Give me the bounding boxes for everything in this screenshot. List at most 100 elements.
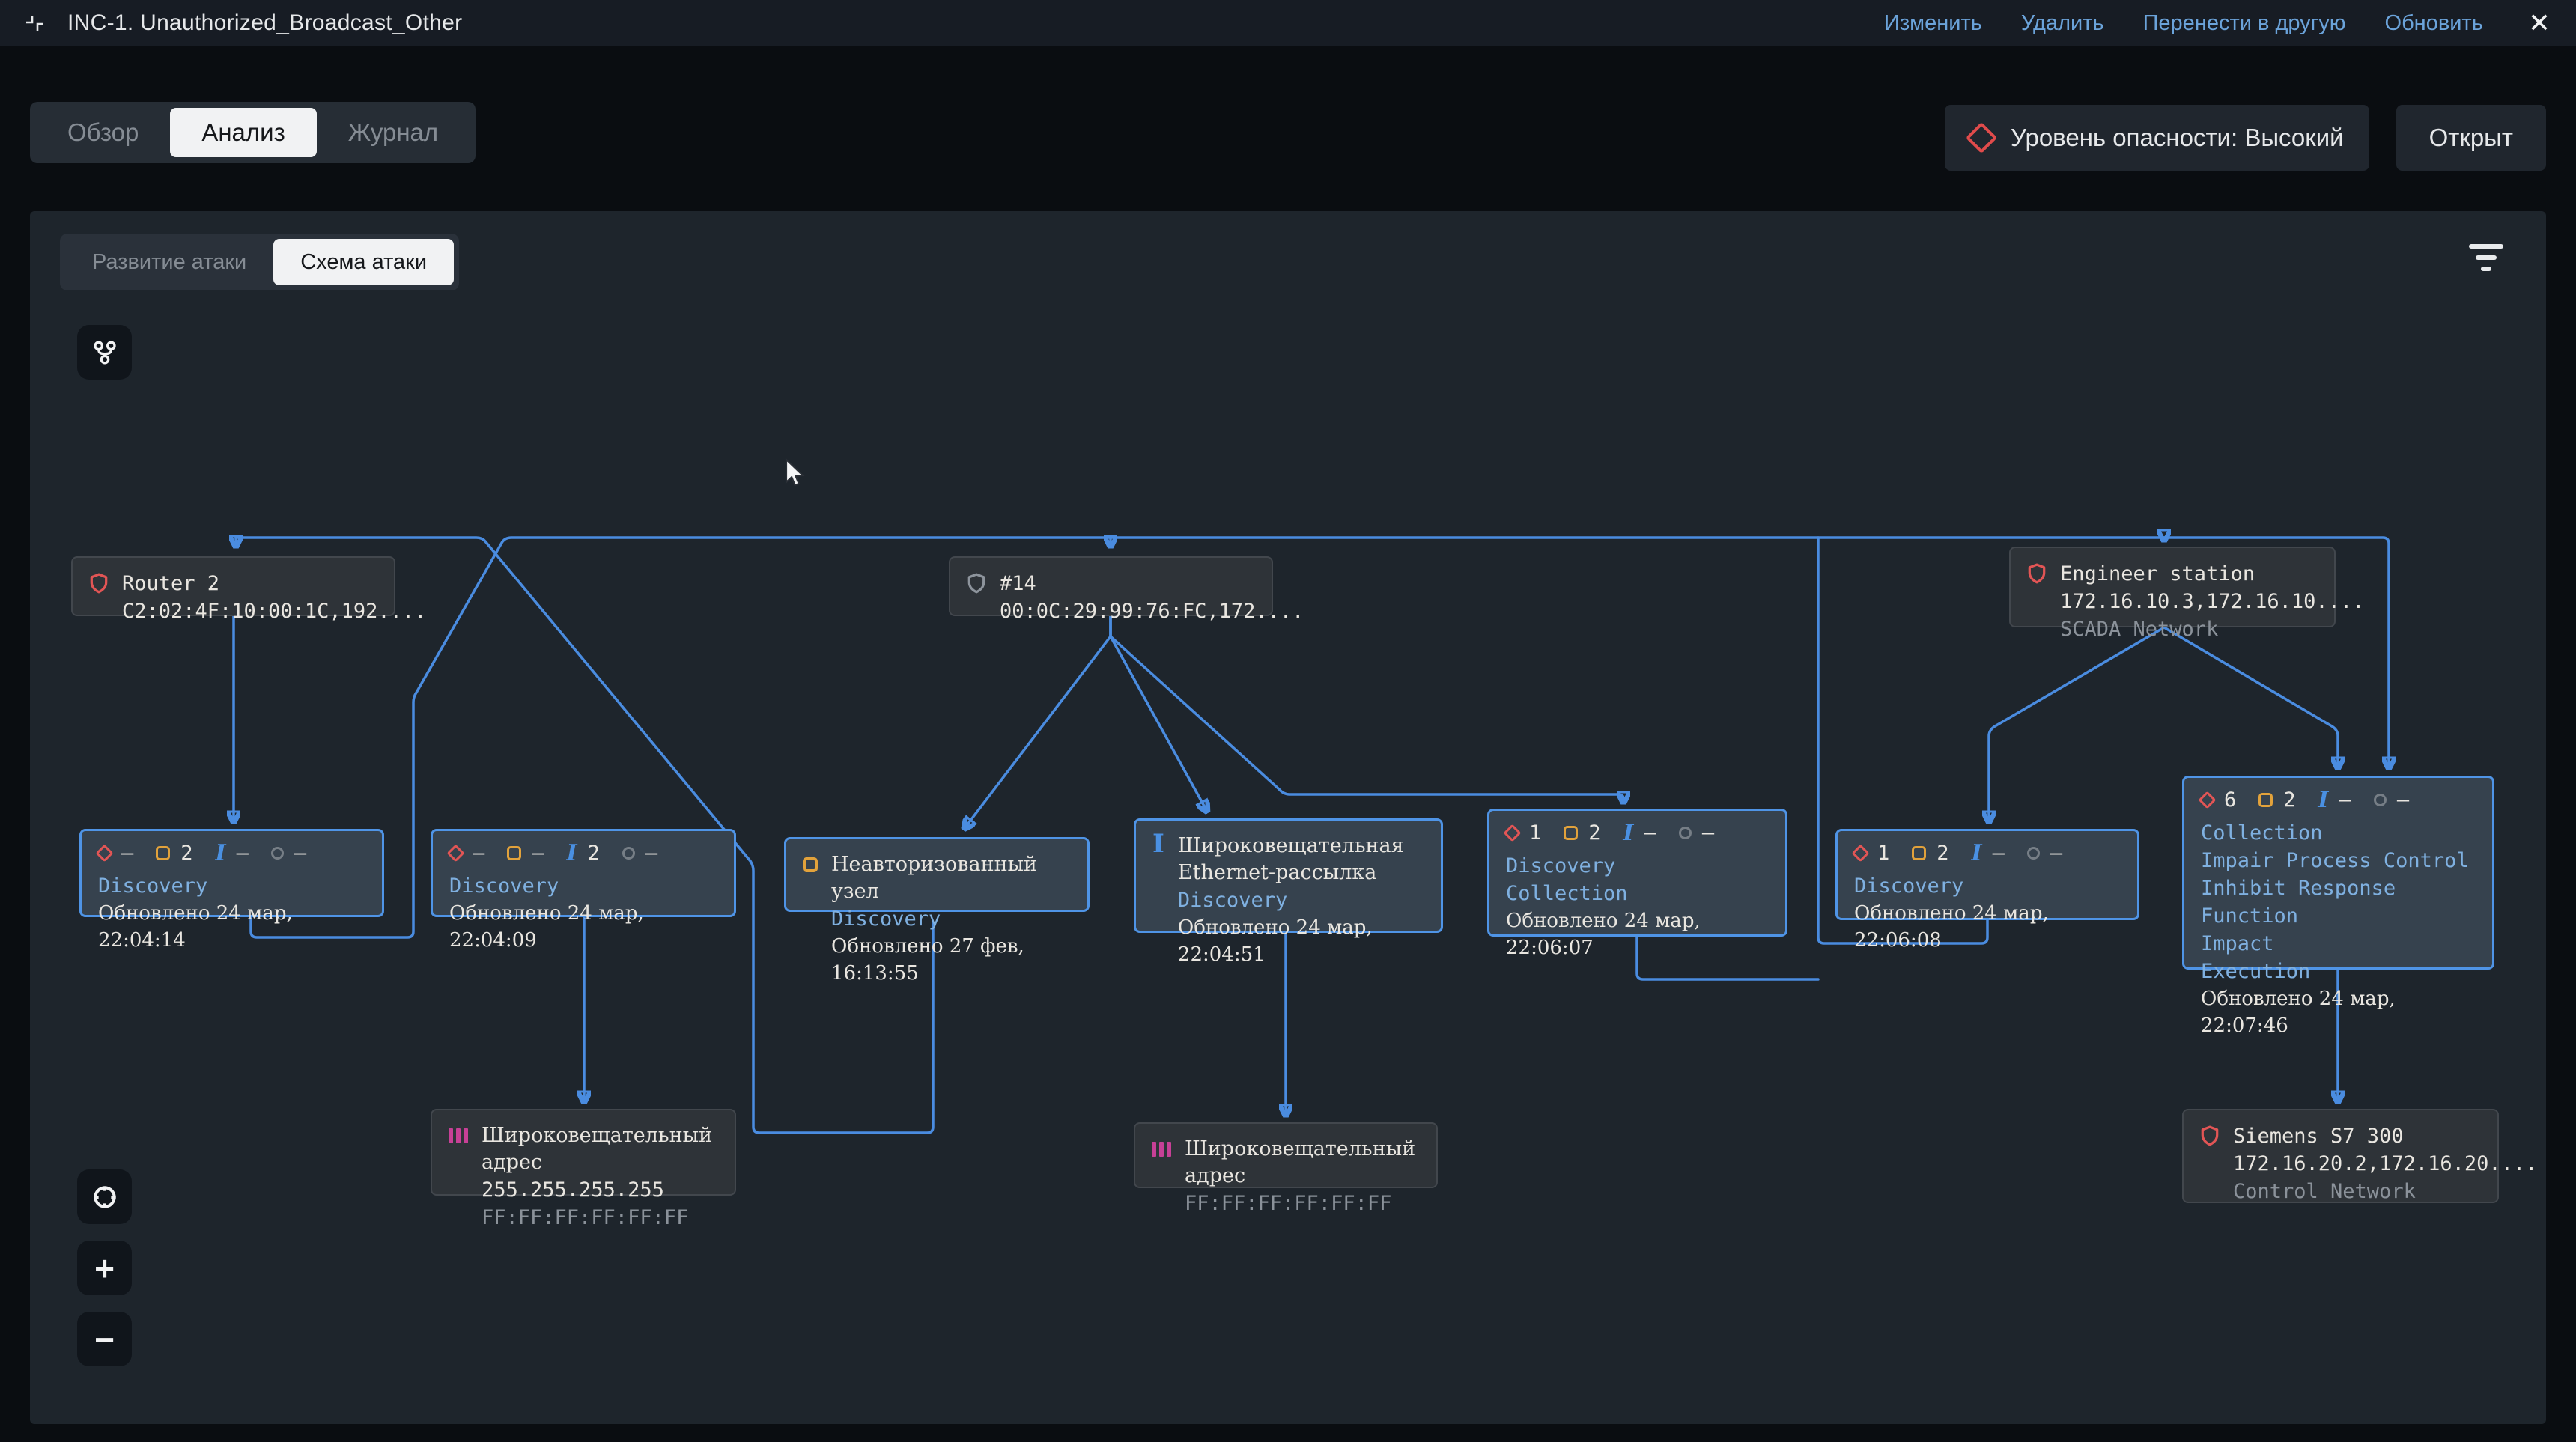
critical-diamond-icon [446, 844, 465, 863]
critical-diamond-icon [1851, 844, 1870, 863]
host-addresses: 00:0C:29:99:76:FC,172.... [1000, 600, 1304, 623]
tactic-label: Discovery [98, 874, 208, 898]
tactic-label: Inhibit Response Function [2201, 877, 2396, 928]
shield-icon [90, 573, 108, 594]
info-ibeam-icon: I [1623, 819, 1634, 846]
edit-action[interactable]: Изменить [1884, 10, 1982, 35]
tab-analysis[interactable]: Анализ [170, 108, 317, 157]
warning-square-icon [803, 857, 818, 872]
filter-icon[interactable] [2467, 244, 2506, 280]
shield-icon [2028, 563, 2046, 584]
tactic-label: Discovery [1506, 854, 1616, 877]
event-node-ethernet-broadcast[interactable]: I Широковещательная Ethernet-рассылка Di… [1134, 818, 1443, 966]
event-node-collection[interactable]: 1 2 I– – Discovery Collection Обновлено … [1487, 809, 1787, 959]
branch-icon [93, 341, 116, 364]
edge [2163, 626, 2338, 767]
none-circle-icon [2026, 847, 2040, 860]
info-ibeam-icon: I [215, 839, 226, 866]
edge [965, 615, 1112, 827]
host-node-broadcast-ff[interactable]: Широковещательный адрес FF:FF:FF:FF:FF:F… [1134, 1122, 1438, 1215]
host-name: Siemens S7 300 [2233, 1125, 2404, 1148]
mouse-cursor [780, 457, 809, 493]
host-node-router2[interactable]: Router 2 C2:02:4F:10:00:1C,192.... [71, 556, 426, 623]
host-name: Router 2 [122, 572, 220, 595]
host-ip: 255.255.255.255 [482, 1178, 664, 1202]
tactic-label: Impact [2201, 932, 2274, 955]
zoom-out-button[interactable]: − [77, 1312, 132, 1366]
edge [249, 536, 2166, 939]
host-node-siemens-s7[interactable]: Siemens S7 300 172.16.20.2,172.16.20....… [2182, 1109, 2537, 1203]
tactic-label: Discovery [449, 874, 559, 898]
severity-counters: 1 2 I– – [1851, 839, 2121, 866]
edge [1817, 536, 1989, 945]
status-button[interactable]: Открыт [2396, 105, 2546, 171]
edges-layer [30, 211, 2546, 1134]
subtab-attack-scheme[interactable]: Схема атаки [273, 239, 455, 285]
topbar-actions: Изменить Удалить Перенести в другую Обно… [1884, 10, 2551, 37]
updated-label: Обновлено 24 мар, 22:04:09 [449, 902, 644, 952]
host-name: Engineer station [2060, 562, 2255, 585]
none-circle-icon [2373, 794, 2387, 806]
incident-title: INC-1. Unauthorized_Broadcast_Other [67, 10, 463, 35]
none-circle-icon [270, 847, 284, 860]
severity-counters: 1 2 I– – [1503, 819, 1769, 846]
refresh-action[interactable]: Обновить [2384, 10, 2483, 35]
host-node-engineer-station[interactable]: Engineer station 172.16.10.3,172.16.10..… [2009, 547, 2364, 641]
tactic-label: Collection [1506, 882, 1628, 905]
edge [2163, 536, 2389, 767]
edge [1989, 626, 2166, 821]
host-mac: FF:FF:FF:FF:FF:FF [482, 1206, 689, 1229]
host-addresses: 172.16.10.3,172.16.10.... [2060, 590, 2365, 613]
plus-icon: + [94, 1248, 115, 1288]
edge [1635, 935, 1820, 981]
layout-branch-button[interactable] [77, 325, 132, 380]
updated-label: Обновлено 24 мар, 22:07:46 [2201, 988, 2396, 1037]
host-node-14[interactable]: #14 00:0C:29:99:76:FC,172.... [949, 556, 1304, 623]
host-mac: FF:FF:FF:FF:FF:FF [1185, 1192, 1392, 1215]
tactic-label: Discovery [1854, 874, 1964, 898]
updated-label: Обновлено 24 мар, 22:04:51 [1177, 916, 1373, 966]
none-circle-icon [1678, 827, 1692, 839]
edge [234, 536, 935, 1134]
event-node-discovery-3[interactable]: 1 2 I– – Discovery Обновлено 24 мар, 22:… [1835, 829, 2139, 952]
tab-overview[interactable]: Обзор [67, 118, 139, 146]
incident-tabs: Обзор Анализ Журнал [30, 102, 476, 163]
move-action[interactable]: Перенести в другую [2142, 10, 2346, 35]
event-node-multi-tactic[interactable]: 6 2 I– – Collection Impair Process Contr… [2182, 776, 2494, 1037]
severity-counters: – 2 I– – [95, 839, 365, 866]
tactic-label: Execution [2201, 960, 2311, 983]
severity-diamond-icon [1965, 121, 1998, 154]
host-name: Широковещательный адрес [1185, 1137, 1416, 1187]
severity-badge: Уровень опасности: Высокий [1945, 105, 2369, 171]
critical-diamond-icon [1503, 824, 1522, 842]
tab-journal[interactable]: Журнал [347, 118, 439, 146]
delete-action[interactable]: Удалить [2020, 10, 2104, 35]
tactic-label: Discovery [1177, 889, 1288, 912]
analysis-subtabs: Развитие атаки Схема атаки [60, 234, 460, 290]
event-node-discovery-1[interactable]: – 2 I– – Discovery Обновлено 24 мар, 22:… [79, 829, 384, 952]
info-ibeam-icon: I [1152, 829, 1164, 859]
incident-meta: Уровень опасности: Высокий Открыт [1945, 105, 2546, 171]
host-addresses: 172.16.20.2,172.16.20.... [2233, 1152, 2538, 1175]
host-node-broadcast-255[interactable]: Широковещательный адрес 255.255.255.255 … [431, 1109, 736, 1229]
critical-diamond-icon [2198, 791, 2217, 809]
host-name: #14 [1000, 572, 1036, 595]
event-node-unauthorized[interactable]: Неавторизованный узел Discovery Обновлен… [784, 837, 1090, 985]
warning-square-icon [1912, 846, 1927, 860]
fit-view-button[interactable] [77, 1169, 132, 1224]
info-ibeam-icon: I [566, 839, 577, 866]
subtab-attack-development[interactable]: Развитие атаки [92, 249, 247, 274]
host-network: Control Network [2233, 1180, 2416, 1203]
severity-label: Уровень опасности: Высокий [2011, 124, 2344, 151]
tactic-label: Discovery [831, 907, 941, 931]
shield-icon [967, 573, 985, 594]
close-icon[interactable]: ✕ [2527, 7, 2551, 38]
info-ibeam-icon: I [1971, 839, 1982, 866]
attack-graph-canvas[interactable]: Развитие атаки Схема атаки + − [30, 211, 2546, 1424]
none-circle-icon [622, 847, 635, 860]
zoom-in-button[interactable]: + [77, 1241, 132, 1295]
event-title: Неавторизованный узел [831, 853, 1038, 903]
severity-counters: 6 2 I– – [2198, 788, 2476, 812]
